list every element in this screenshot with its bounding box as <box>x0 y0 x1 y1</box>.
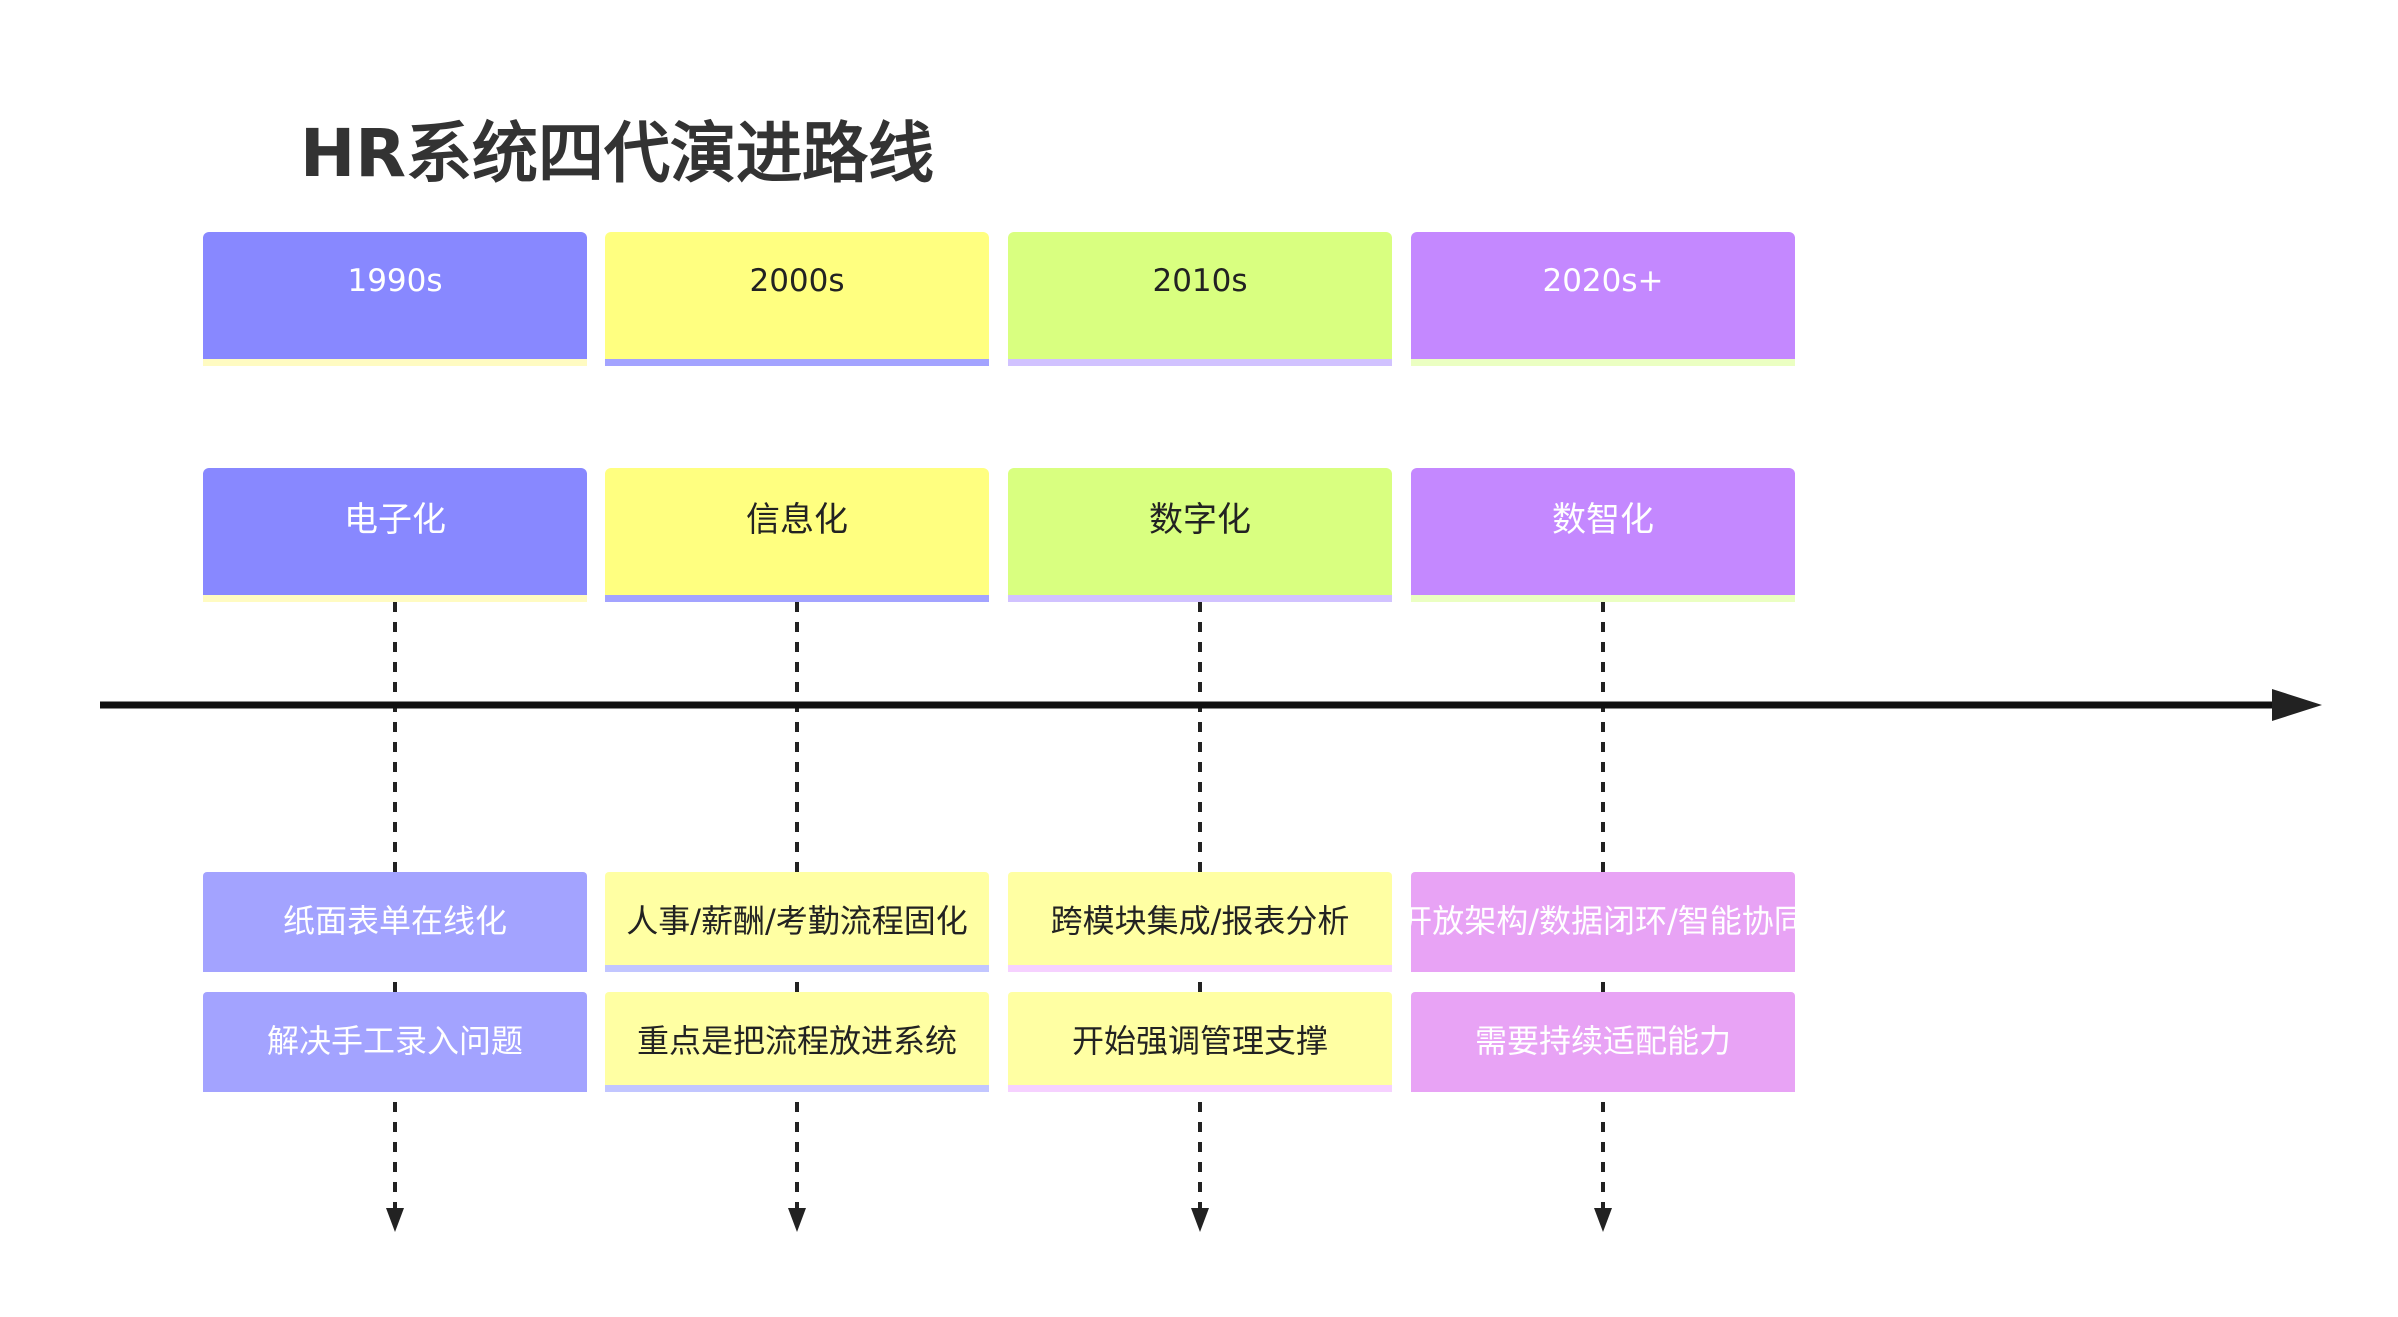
period-card-label: 2010s <box>1152 262 1248 299</box>
period-card-2: 2000s <box>605 232 989 366</box>
feature-card-3: 跨模块集成/报表分析 <box>1008 872 1392 972</box>
period-card-label: 2020s+ <box>1542 262 1664 299</box>
feature-card-label: 开放架构/数据闭环/智能协同 <box>1411 901 1795 940</box>
generation-card-label: 信息化 <box>746 500 848 540</box>
connector-arrowhead-2 <box>788 1208 806 1232</box>
goal-card-label: 开始强调管理支撑 <box>1071 1021 1328 1060</box>
generation-card-1: 电子化 <box>203 468 587 602</box>
goal-card-2: 重点是把流程放进系统 <box>605 992 989 1092</box>
connector-arrowhead-1 <box>386 1208 404 1232</box>
goal-card-label: 解决手工录入问题 <box>266 1021 523 1060</box>
generation-card-label: 数字化 <box>1149 500 1251 540</box>
feature-card-2: 人事/薪酬/考勤流程固化 <box>605 872 989 972</box>
feature-card-1: 纸面表单在线化 <box>203 872 587 972</box>
generation-card-label: 数智化 <box>1552 500 1654 540</box>
diagram-title: HR系统四代演进路线 <box>300 115 935 192</box>
feature-card-label: 纸面表单在线化 <box>282 901 507 940</box>
timeline-arrowhead <box>2272 689 2322 721</box>
goal-card-1: 解决手工录入问题 <box>203 992 587 1092</box>
period-card-label: 2000s <box>749 262 845 299</box>
goal-card-4: 需要持续适配能力 <box>1411 992 1795 1092</box>
goal-card-label: 重点是把流程放进系统 <box>636 1021 957 1060</box>
feature-card-label: 人事/薪酬/考勤流程固化 <box>626 901 968 940</box>
goal-card-3: 开始强调管理支撑 <box>1008 992 1392 1092</box>
timeline-axis <box>100 689 2322 721</box>
connector-arrowhead-4 <box>1594 1208 1612 1232</box>
generation-card-3: 数字化 <box>1008 468 1392 602</box>
generation-card-label: 电子化 <box>344 500 446 540</box>
connector-arrowhead-3 <box>1191 1208 1209 1232</box>
generation-card-2: 信息化 <box>605 468 989 602</box>
period-card-4: 2020s+ <box>1411 232 1795 366</box>
period-card-label: 1990s <box>347 262 443 299</box>
goal-card-label: 需要持续适配能力 <box>1474 1021 1731 1060</box>
feature-card-4: 开放架构/数据闭环/智能协同 <box>1411 872 1795 972</box>
period-card-1: 1990s <box>203 232 587 366</box>
generation-card-4: 数智化 <box>1411 468 1795 602</box>
feature-card-label: 跨模块集成/报表分析 <box>1050 901 1350 940</box>
period-card-3: 2010s <box>1008 232 1392 366</box>
